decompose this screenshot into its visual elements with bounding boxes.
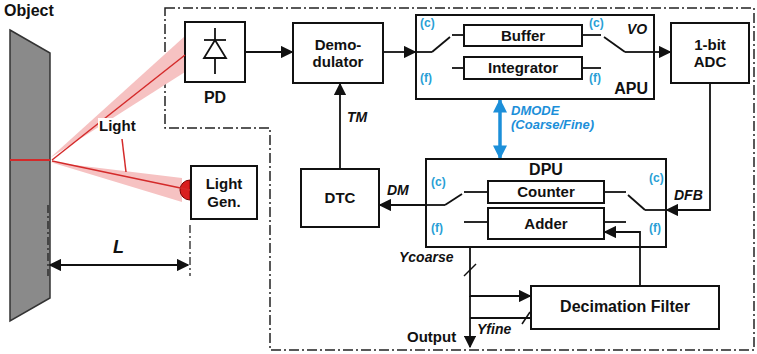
node-heading: Object <box>4 2 54 20</box>
signal-arrow <box>245 51 292 53</box>
emitted-beam <box>50 162 182 202</box>
signal-arrow <box>339 84 341 168</box>
reflected-beam <box>50 36 185 158</box>
light-generator-box: Light Gen. <box>190 165 258 220</box>
signal-arrow <box>380 204 425 206</box>
node-label: DTC <box>325 189 356 206</box>
photodiode-box <box>185 22 245 82</box>
adc-box: 1-bit ADC <box>670 22 750 84</box>
light-path <box>52 55 185 160</box>
fine-output-wire <box>470 317 530 319</box>
dpu-block: DPU CounterAdder <box>425 158 667 248</box>
bus-slash <box>522 312 530 324</box>
object-plate <box>10 30 50 321</box>
photodiode: PD <box>185 22 245 107</box>
node-label: Adder <box>524 215 567 232</box>
light-path <box>52 161 190 190</box>
node-label: Demo- dulator <box>299 36 377 71</box>
switch-mode-tag: (c) <box>648 172 665 185</box>
integrator-box: Integrator <box>463 56 583 80</box>
node-label: Counter <box>517 183 575 200</box>
annotation: Ycoarse <box>398 250 454 265</box>
dimension-extension <box>47 205 48 276</box>
annotation: L <box>112 238 125 258</box>
signal-arrow <box>498 100 502 158</box>
switch-mode-tag: (c) <box>430 176 447 189</box>
node-label: Integrator <box>488 59 558 76</box>
signal-name: DM <box>386 183 410 198</box>
object: Object <box>8 28 52 323</box>
leader-line <box>122 139 126 172</box>
system-boundary <box>165 8 754 350</box>
buffer-box: Buffer <box>463 24 583 47</box>
signal-arrow <box>655 51 670 53</box>
signal-name: DMODE (Coarse/Fine) <box>510 104 612 133</box>
node-heading: APU <box>614 80 648 98</box>
dtc-box: DTC <box>300 168 380 228</box>
output-wire <box>469 296 471 347</box>
switch-mode-tag: (c) <box>419 17 436 30</box>
signal-name: VO <box>626 22 648 37</box>
counter-box: Counter <box>487 180 605 204</box>
annotation: Yfine <box>476 322 512 337</box>
signal-name: TM <box>346 110 368 125</box>
demodulator-box: Demo- dulator <box>292 22 384 84</box>
signal-name: DFB <box>673 188 704 203</box>
signal-arrow <box>605 232 640 285</box>
adder-box: Adder <box>487 207 605 240</box>
dimension-extension <box>189 225 190 276</box>
switch-mode-tag: (f) <box>648 222 662 235</box>
annotation: Output <box>406 329 457 346</box>
node-label: Light Gen. <box>197 175 251 210</box>
object-spot <box>10 159 50 161</box>
switch-mode-tag: (f) <box>588 72 602 85</box>
node-label: Buffer <box>501 27 545 44</box>
annotation: Light <box>98 118 137 135</box>
apu-block: APU BufferIntegrator <box>415 14 655 100</box>
node-label: Decimation Filter <box>560 298 690 316</box>
node-label: 1-bit ADC <box>677 36 743 71</box>
switch-mode-tag: (f) <box>419 72 433 85</box>
signal-arrow <box>470 248 530 296</box>
signal-arrow <box>667 84 710 210</box>
signal-arrow <box>384 51 415 53</box>
node-heading: PD <box>204 89 226 107</box>
switch-mode-tag: (f) <box>430 222 444 235</box>
switch-mode-tag: (c) <box>588 17 605 30</box>
decimation-filter-box: Decimation Filter <box>530 285 720 330</box>
dimension-arrow <box>50 264 188 266</box>
node-heading: DPU <box>529 161 563 179</box>
photodiode-symbol <box>204 28 226 74</box>
